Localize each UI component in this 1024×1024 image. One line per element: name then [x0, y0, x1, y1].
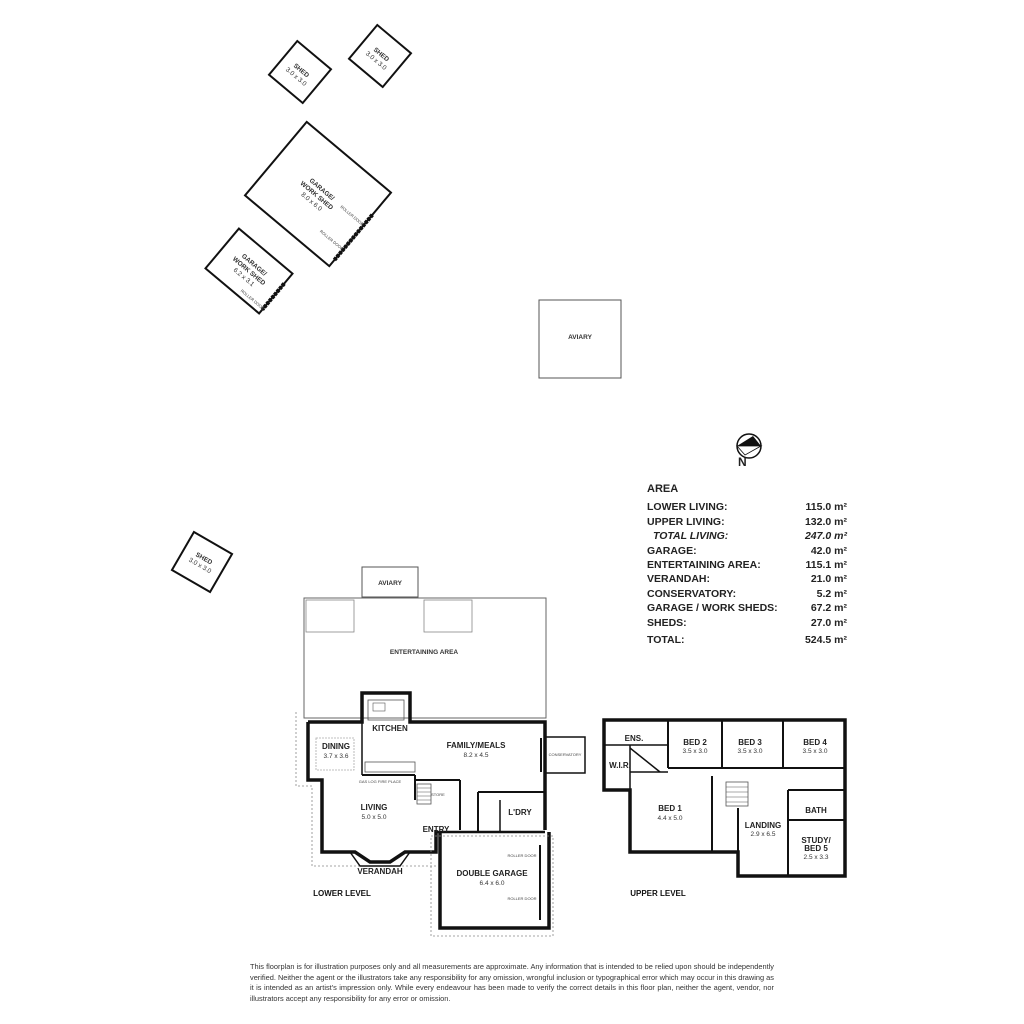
lower-level-plan: AVIARY ENTERTAINING AREA	[295, 566, 586, 937]
dining-label: DINING	[322, 742, 350, 751]
landing-size: 2.9 x 6.5	[751, 831, 776, 838]
area-row: TOTAL LIVING: 247.0 m²	[647, 529, 847, 543]
area-row-value: 67.2 m²	[810, 602, 847, 615]
roller-door-label: ROLLER DOOR	[507, 896, 536, 901]
roller-door-label: ROLLER DOOR	[507, 853, 536, 858]
double-garage-size: 6.4 x 6.0	[480, 880, 505, 887]
area-row-value: 115.1 m²	[805, 559, 847, 572]
disclaimer: This floorplan is for illustration purpo…	[250, 962, 774, 1003]
living-size: 5.0 x 5.0	[362, 814, 387, 821]
area-row-value: 247.0 m²	[804, 530, 847, 543]
aviary-top-label: AVIARY	[568, 334, 593, 341]
upper-level-title: UPPER LEVEL	[630, 889, 686, 898]
aviary-lower	[361, 566, 419, 598]
study-label2: BED 5	[804, 844, 828, 853]
bath-label: BATH	[805, 806, 827, 815]
area-row: GARAGE: 42.0 m²	[647, 544, 847, 558]
area-row-value: 42.0 m²	[810, 544, 847, 557]
area-row-label: ENTERTAINING AREA:	[647, 559, 761, 572]
area-heading: AREA	[647, 483, 679, 495]
area-table: AREA LOWER LIVING: 115.0 m² UPPER LIVING:…	[647, 482, 847, 647]
area-total-row: TOTAL: 524.5 m²	[647, 633, 847, 647]
bed2-size: 3.5 x 3.0	[683, 748, 708, 755]
laundry-label: L'DRY	[508, 808, 532, 817]
area-row-value: 132.0 m²	[804, 515, 847, 528]
bed1-size: 4.4 x 5.0	[658, 815, 683, 822]
upper-level-plan: ENS. W.I.R. BED 2 3.5 x 3.0 BED 3 3.5 x …	[602, 718, 847, 898]
bed2-label: BED 2	[683, 738, 707, 747]
shed-right: SHED 3.0 x 3.0	[347, 23, 413, 89]
living-label: LIVING	[361, 803, 388, 812]
area-row: SHEDS: 27.0 m²	[647, 616, 847, 630]
aviary-top: AVIARY	[538, 299, 622, 379]
study-size: 2.5 x 3.3	[804, 854, 829, 861]
conservatory-label: CONSERVATORY	[549, 752, 582, 757]
bed3-label: BED 3	[738, 738, 762, 747]
dining-size: 3.7 x 3.6	[324, 753, 349, 760]
area-row: GARAGE / WORK SHEDS: 67.2 m²	[647, 601, 847, 615]
area-row-value: 5.2 m²	[816, 587, 847, 600]
bed3-size: 3.5 x 3.0	[738, 748, 763, 755]
verandah-label: VERANDAH	[357, 867, 403, 876]
ensuite-label: ENS.	[625, 734, 644, 743]
area-row-value: 115.0 m²	[805, 501, 847, 514]
double-garage-label: DOUBLE GARAGE	[456, 869, 528, 878]
area-total-label: TOTAL:	[647, 634, 685, 647]
bed4-label: BED 4	[803, 738, 827, 747]
area-row-value: 27.0 m²	[810, 616, 847, 629]
area-row-label: SHEDS:	[647, 616, 687, 629]
area-row-label: CONSERVATORY:	[647, 587, 737, 600]
kitchen-label: KITCHEN	[372, 724, 408, 733]
area-row: ENTERTAINING AREA: 115.1 m²	[647, 558, 847, 572]
lower-level-title: LOWER LEVEL	[313, 889, 371, 898]
north-compass-icon	[736, 433, 763, 459]
aviary-lower-label: AVIARY	[378, 580, 403, 587]
family-meals-label: FAMILY/MEALS	[447, 741, 506, 750]
north-label: N	[738, 455, 747, 469]
landing-label: LANDING	[745, 821, 781, 830]
conservatory	[544, 736, 586, 774]
family-meals-size: 8.2 x 4.5	[464, 752, 489, 759]
area-row-label: LOWER LIVING:	[647, 501, 728, 514]
area-row-label: UPPER LIVING:	[647, 515, 725, 528]
entertaining-area-label: ENTERTAINING AREA	[390, 649, 459, 656]
area-row: VERANDAH: 21.0 m²	[647, 572, 847, 586]
area-row-label: GARAGE:	[647, 544, 697, 557]
area-row: LOWER LIVING: 115.0 m²	[647, 500, 847, 514]
bed1-label: BED 1	[658, 804, 682, 813]
area-row-label: TOTAL LIVING:	[653, 530, 729, 543]
area-row: UPPER LIVING: 132.0 m²	[647, 515, 847, 529]
shed-lower: SHED 3.0 x 3.0	[170, 530, 234, 594]
bed4-size: 3.5 x 3.0	[803, 748, 828, 755]
shed-left: SHED 3.0 x 3.0	[267, 39, 333, 105]
store-label: STORE	[431, 792, 445, 797]
fireplace-label: GAS LOG FIRE PLACE	[359, 779, 402, 784]
wir-label: W.I.R.	[609, 761, 631, 770]
garage-work-shed-small: GARAGE/ WORK SHED 6.2 x 3.1 ROLLER DOOR	[204, 227, 294, 315]
area-row-value: 21.0 m²	[810, 573, 847, 586]
area-row-label: VERANDAH:	[647, 573, 710, 586]
study-label: STUDY/	[801, 836, 831, 845]
entertaining-area	[303, 597, 547, 719]
entry-label: ENTRY	[423, 825, 450, 834]
area-total-value: 524.5 m²	[804, 634, 847, 647]
garage-work-shed-large: GARAGE/ WORK SHED 8.0 x 6.0 ROLLER DOOR …	[243, 120, 393, 268]
area-row: CONSERVATORY: 5.2 m²	[647, 587, 847, 601]
area-row-label: GARAGE / WORK SHEDS:	[647, 602, 778, 615]
